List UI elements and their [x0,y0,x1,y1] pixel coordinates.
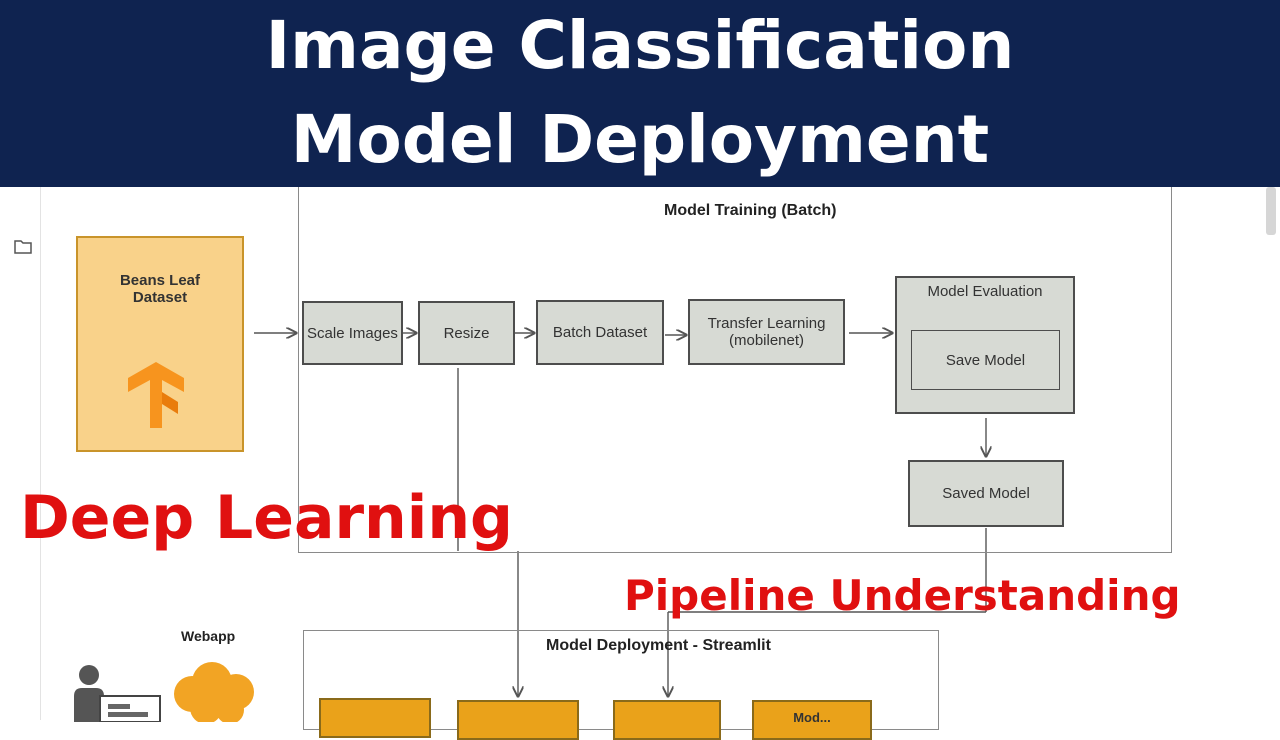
scale-images-label: Scale Images [307,324,398,342]
deploy-step-2 [457,700,579,740]
transfer-learning-box: Transfer Learning (mobilenet) [688,299,845,365]
sidebar-divider [40,187,41,720]
person-at-screen-icon [70,662,162,723]
scale-images-box: Scale Images [302,301,403,365]
save-model-box: Save Model [911,330,1060,390]
saved-model-label: Saved Model [942,485,1030,502]
saved-model-box: Saved Model [908,460,1064,527]
batch-dataset-box: Batch Dataset [536,300,664,365]
deploy-step-3 [613,700,721,740]
deployment-title: Model Deployment - Streamlit [546,637,771,654]
webapp-label: Webapp [181,628,236,644]
dataset-label: Beans Leaf Dataset [119,272,201,306]
save-model-label: Save Model [945,351,1026,369]
deep-learning-caption: Deep Learning [20,483,513,553]
scrollbar[interactable] [1266,187,1276,235]
cloud-icon [166,660,262,724]
model-evaluation-title: Model Evaluation [927,283,1043,300]
folder-icon[interactable] [13,237,33,255]
resize-box: Resize [418,301,515,365]
title-banner: Image Classification Model Deployment [0,0,1280,187]
deploy-step-1 [319,698,431,738]
deploy-step-4-label: Mod... [793,710,831,725]
transfer-learning-label: Transfer Learning (mobilenet) [707,315,826,349]
dataset-box: Beans Leaf Dataset [76,236,244,452]
deploy-step-4: Mod... [752,700,872,740]
banner-title-line-1: Image Classification [265,7,1015,84]
batch-dataset-label: Batch Dataset [552,324,648,341]
tensorflow-logo-icon [128,362,184,428]
training-title: Model Training (Batch) [664,202,837,219]
connector-arrows [254,0,1280,720]
banner-title-line-2: Model Deployment [290,101,990,178]
pipeline-caption: Pipeline Understanding [624,571,1181,620]
resize-label: Resize [443,324,490,342]
